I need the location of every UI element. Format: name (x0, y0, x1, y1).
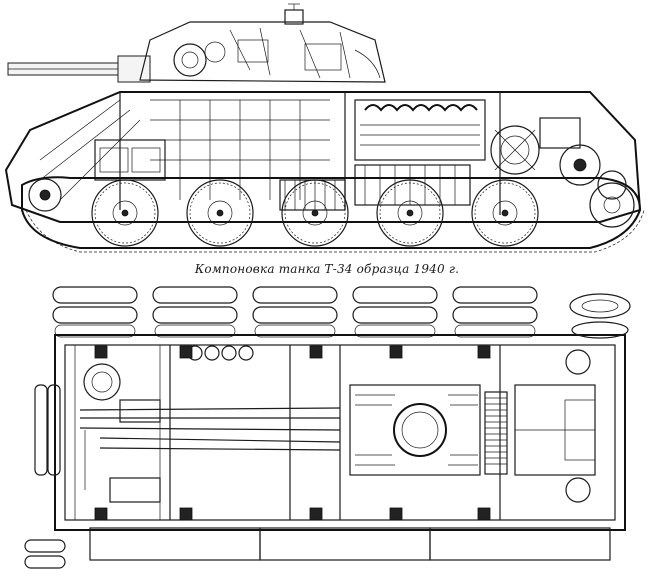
turret (139, 3, 386, 83)
road-wheel (281, 179, 349, 247)
road-wheel-top-inner (354, 324, 436, 338)
top-view (24, 286, 631, 569)
engine-side (354, 99, 486, 206)
road-wheel-top (452, 306, 538, 324)
gun-barrel (7, 55, 151, 83)
road-wheel-top (252, 306, 338, 324)
road-wheel-top (252, 286, 338, 304)
fuel-tanks-top (34, 384, 61, 476)
hull-top (54, 334, 626, 531)
idler-wheel-top (24, 539, 66, 569)
road-wheel (186, 179, 254, 247)
driver-compartment (83, 363, 161, 503)
top-road-wheels (24, 286, 538, 569)
hull-side (4, 91, 642, 223)
track-side (21, 176, 645, 253)
road-wheel-top-inner (54, 324, 136, 338)
road-wheel (91, 179, 159, 247)
road-wheel-top (452, 286, 538, 304)
ammo-racks (94, 345, 491, 521)
road-wheel-top (352, 286, 438, 304)
radiator-grill (484, 391, 508, 475)
side-road-wheels (28, 178, 635, 247)
transmission-top (514, 349, 596, 503)
transmission-side (490, 117, 627, 200)
road-wheel-top (352, 306, 438, 324)
road-wheel (471, 179, 539, 247)
drive-shafts (79, 407, 341, 451)
engine-top (349, 384, 481, 476)
drive-sprocket (589, 182, 635, 228)
road-wheel-top-inner (454, 324, 536, 338)
road-wheel-top (52, 286, 138, 304)
road-wheel-top-inner (254, 324, 336, 338)
road-wheel-top (152, 286, 238, 304)
road-wheel (376, 179, 444, 247)
road-wheel-top-inner (154, 324, 236, 338)
idler-wheel (28, 178, 62, 212)
figure-caption: Компоновка танка Т-34 образца 1940 г. (194, 262, 460, 276)
drive-sprocket-top (569, 293, 631, 339)
side-view (4, 3, 645, 253)
fenders-top (89, 527, 611, 561)
road-wheel-top (52, 306, 138, 324)
road-wheel-top (152, 306, 238, 324)
